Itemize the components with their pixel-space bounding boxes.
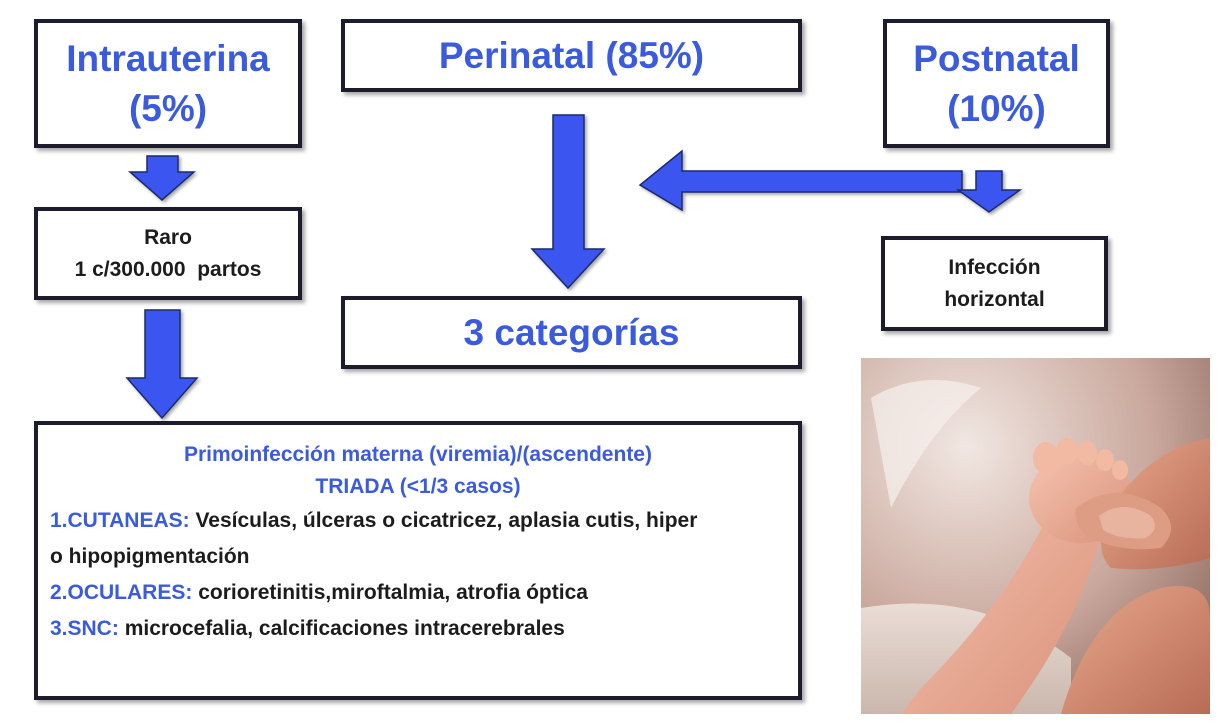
cutaneas-text-cont: o hipopigmentación: [50, 545, 250, 568]
perinatal-box: Perinatal (85%): [341, 19, 802, 92]
primoinfeccion-heading: Primoinfección materna (viremia)/(ascend…: [184, 443, 652, 466]
oculares-text: corioretinitis,miroftalmia, atrofia ópti…: [192, 581, 588, 604]
intrauterina-box: Intrauterina (5%): [34, 19, 302, 148]
infeccion-title: Infección: [948, 256, 1041, 279]
cutaneas-label: 1.CUTANEAS:: [50, 509, 190, 532]
postnatal-box: Postnatal (10%): [883, 19, 1110, 148]
arrow-post-to-horizontal: [955, 170, 1023, 213]
arrow-intra-to-raro: [128, 155, 196, 201]
cutaneas-text: Vesículas, úlceras o cicatricez, aplasia…: [189, 509, 698, 532]
intrauterina-percent: (5%): [128, 87, 208, 129]
newborn-foot-photo: [861, 358, 1210, 714]
newborn-foot-illustration: [861, 358, 1210, 714]
infeccion-horizontal-box: Infección horizontal: [881, 236, 1108, 331]
categorias-box: 3 categorías: [341, 296, 802, 369]
list-item-oculares: 2.OCULARES: corioretinitis,miroftalmia, …: [50, 575, 786, 611]
snc-label: 3.SNC:: [50, 617, 119, 640]
infeccion-subtitle: horizontal: [944, 287, 1045, 311]
categorias-title: 3 categorías: [463, 311, 680, 353]
primoinfeccion-box: Primoinfección materna (viremia)/(ascend…: [34, 421, 802, 700]
oculares-label: 2.OCULARES:: [50, 581, 193, 604]
snc-text: microcefalia, calcificaciones intracereb…: [118, 617, 565, 640]
postnatal-percent: (10%): [947, 87, 1046, 129]
triada-heading: TRIADA (<1/3 casos): [315, 475, 521, 498]
list-item-cutaneas-cont: o hipopigmentación: [50, 539, 786, 575]
list-item-cutaneas: 1.CUTANEAS: Vesículas, úlceras o cicatri…: [50, 503, 786, 539]
arrow-peri-to-categorias: [530, 114, 606, 290]
arrow-raro-to-primo: [125, 309, 199, 420]
raro-title: Raro: [144, 226, 192, 249]
perinatal-title: Perinatal (85%): [438, 34, 705, 76]
list-item-snc: 3.SNC: microcefalia, calcificaciones int…: [50, 611, 786, 647]
postnatal-title: Postnatal: [913, 37, 1080, 79]
intrauterina-title: Intrauterina: [66, 37, 270, 79]
raro-frequency: 1 c/300.000 partos: [74, 257, 262, 281]
arrow-post-to-perinatal: [638, 149, 963, 212]
raro-box: Raro 1 c/300.000 partos: [34, 207, 302, 300]
